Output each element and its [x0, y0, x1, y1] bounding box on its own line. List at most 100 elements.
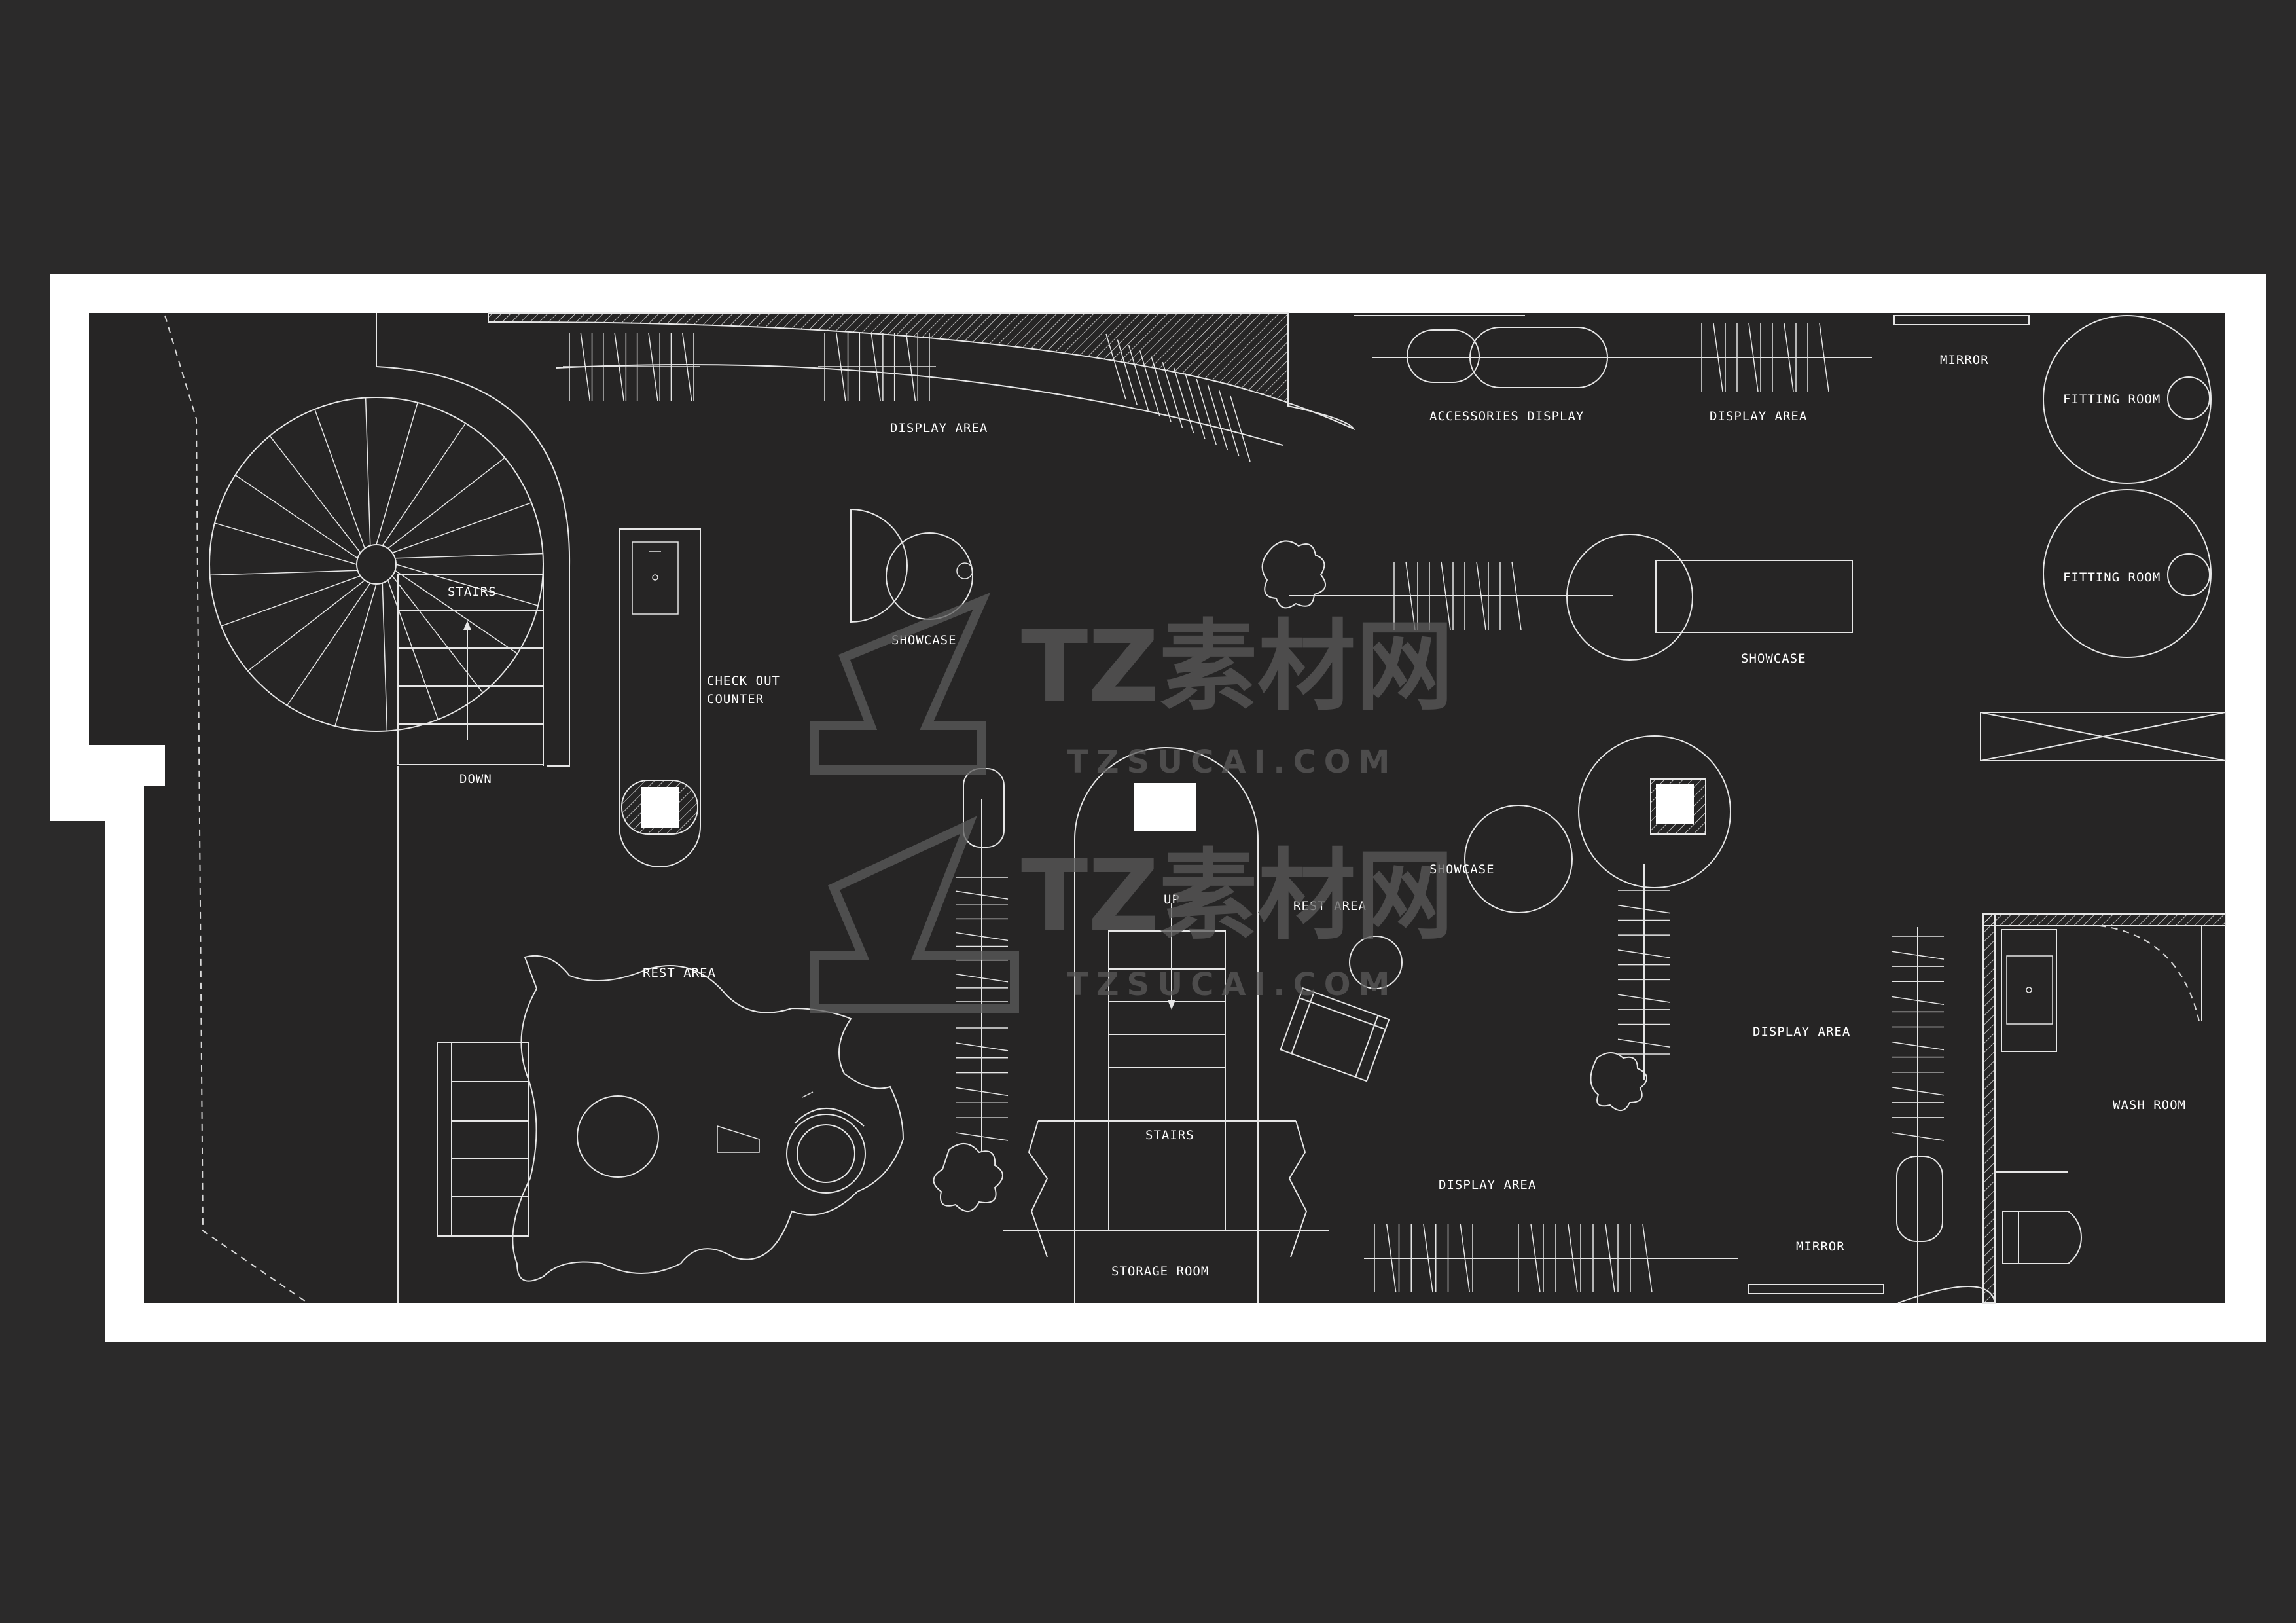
stair-tread: [221, 575, 361, 627]
clothes-rack: [1695, 323, 1829, 392]
watermark: TZ素材网 TZSUCAI.COM TZ素材网 TZSUCAI.COM: [810, 592, 1454, 1013]
watermark-cn-1: TZ素材网: [1021, 610, 1454, 724]
hanger: [955, 932, 1009, 941]
stair-tread: [392, 502, 532, 554]
stair-tread: [214, 522, 357, 565]
watermark-logo-icon: [810, 592, 1019, 1013]
stair-tread: [269, 435, 361, 553]
hanger: [1162, 361, 1183, 428]
center-stair-arch: [1003, 747, 1329, 1303]
hanger: [1476, 561, 1486, 630]
stairs-left-label: STAIRS: [448, 585, 497, 599]
stair-tread: [387, 457, 505, 549]
hanger: [1784, 323, 1794, 392]
display-area-top-label: DISPLAY AREA: [890, 421, 988, 435]
vertical-rack-right: [1896, 927, 1943, 1303]
counter-label: COUNTER: [707, 692, 764, 706]
spiral-stair-icon: [209, 313, 571, 767]
hanger: [1617, 904, 1671, 914]
mirror-top-label: MIRROR: [1940, 353, 1989, 367]
checkout-counter: [619, 528, 701, 867]
stair-tread: [382, 583, 388, 731]
plant-bottom-left: [933, 1143, 1003, 1212]
stair-tread: [365, 397, 371, 546]
hanger: [1423, 1224, 1433, 1293]
chair-icon: [1280, 987, 1390, 1082]
stair-tread: [209, 570, 358, 576]
showcase-right: [1566, 534, 1853, 661]
toilet-icon: [2002, 1211, 2082, 1264]
stair-tread: [314, 409, 366, 549]
fitting-room-1-label: FITTING ROOM: [2063, 392, 2161, 407]
clothes-rack: [1891, 936, 1945, 1141]
fitting-room-2: [2043, 489, 2212, 658]
showcase-center-label: SHOWCASE: [1429, 862, 1495, 877]
hanger: [1642, 1224, 1653, 1293]
hanger: [1219, 390, 1240, 456]
fitting-room-1: [2043, 315, 2212, 484]
down-label: DOWN: [459, 772, 492, 786]
hanger: [1460, 1224, 1470, 1293]
storage-room-label: STORAGE ROOM: [1111, 1264, 1209, 1279]
accessories-display-label: ACCESSORIES DISPLAY: [1429, 409, 1584, 424]
hanger: [1819, 323, 1829, 392]
hanger: [614, 332, 624, 401]
hanger: [1511, 561, 1522, 630]
clothes-rack: [1388, 561, 1522, 630]
mirror-top: [1893, 315, 2030, 325]
curved-display-wall: [488, 312, 1355, 446]
hanger: [1230, 395, 1251, 462]
hanger: [1748, 323, 1759, 392]
watermark-en-2: TZSUCAI.COM: [1067, 966, 1397, 1003]
stair-tread: [395, 570, 518, 654]
hanger: [905, 332, 916, 401]
hanger: [1117, 339, 1138, 405]
hanger: [1530, 1224, 1541, 1293]
fitting-room-2-label: FITTING ROOM: [2063, 570, 2161, 585]
hanger: [955, 974, 1009, 983]
clothes-rack: [955, 1027, 1009, 1141]
hanger: [580, 332, 591, 401]
clothes-rack: [1617, 890, 1671, 1055]
stair-tread: [395, 553, 543, 559]
showcase-left-label: SHOWCASE: [891, 633, 957, 647]
mirror-bottom-label: MIRROR: [1796, 1239, 1845, 1254]
up-label: UP: [1164, 892, 1180, 907]
plant-top: [1261, 540, 1327, 609]
hanger: [870, 332, 881, 401]
plant-bottom-right: [1590, 1052, 1647, 1111]
armchair-icon: [786, 1108, 866, 1194]
hanger: [681, 332, 692, 401]
clothes-rack: [955, 877, 1009, 1002]
hanger: [1173, 367, 1194, 434]
hanger: [1891, 1087, 1945, 1096]
hanger: [1568, 1224, 1578, 1293]
hanger: [1207, 384, 1229, 450]
showcase-right-label: SHOWCASE: [1741, 651, 1806, 666]
watermark-cn-2: TZ素材网: [1021, 839, 1454, 953]
hanger: [1617, 949, 1671, 958]
hanger: [955, 1042, 1009, 1051]
stair-tread: [235, 475, 358, 559]
hanger: [955, 1087, 1009, 1097]
hanger: [1405, 561, 1416, 630]
mirror-bottom: [1748, 1284, 1884, 1294]
rest-area-center-label: REST AREA: [1293, 899, 1367, 913]
hanger: [1139, 350, 1160, 417]
clothes-rack: [1512, 1224, 1653, 1293]
hanger: [1891, 1041, 1945, 1051]
hanger: [1617, 994, 1671, 1003]
hanger: [1151, 356, 1172, 422]
stair-tread: [387, 580, 439, 720]
hanger: [1891, 1132, 1945, 1141]
hanger: [1605, 1224, 1615, 1293]
hanger: [1105, 333, 1126, 400]
stair-tread: [382, 423, 466, 546]
hanger: [1386, 1224, 1397, 1293]
hanger: [836, 332, 846, 401]
hanger: [648, 332, 658, 401]
clothes-rack: [1368, 1224, 1479, 1293]
rest-area-center: [1280, 936, 1403, 1082]
clothes-rack: [563, 332, 700, 401]
hanger: [1196, 378, 1217, 445]
